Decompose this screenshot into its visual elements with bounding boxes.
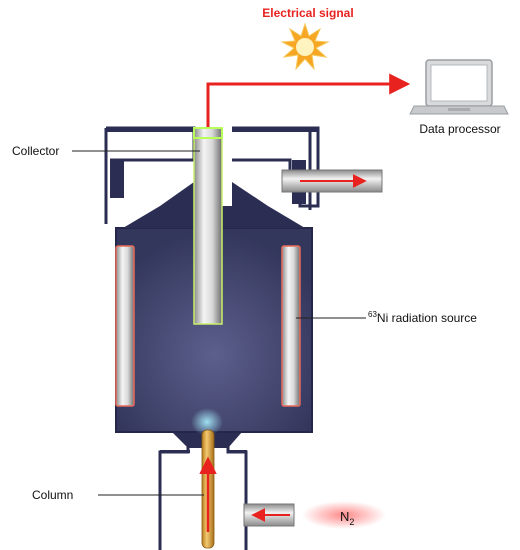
n2-glow <box>302 501 386 529</box>
burst-icon <box>280 22 330 71</box>
n2-inlet-tube <box>243 503 295 527</box>
outlet-tube <box>281 169 383 193</box>
signal-label: Electrical signal <box>262 6 353 20</box>
laptop-icon <box>409 59 509 115</box>
collector-label: Collector <box>12 144 59 158</box>
column-label: Column <box>32 488 73 502</box>
source-bar-right <box>281 245 301 407</box>
source-label: 63Ni radiation source <box>368 310 477 325</box>
column-tube <box>191 408 223 549</box>
processor-label: Data processor <box>419 122 500 136</box>
n2-label: N2 <box>340 509 354 527</box>
collector-electrode <box>193 127 223 325</box>
signal-wire <box>206 73 411 128</box>
source-bar-left <box>115 245 135 407</box>
